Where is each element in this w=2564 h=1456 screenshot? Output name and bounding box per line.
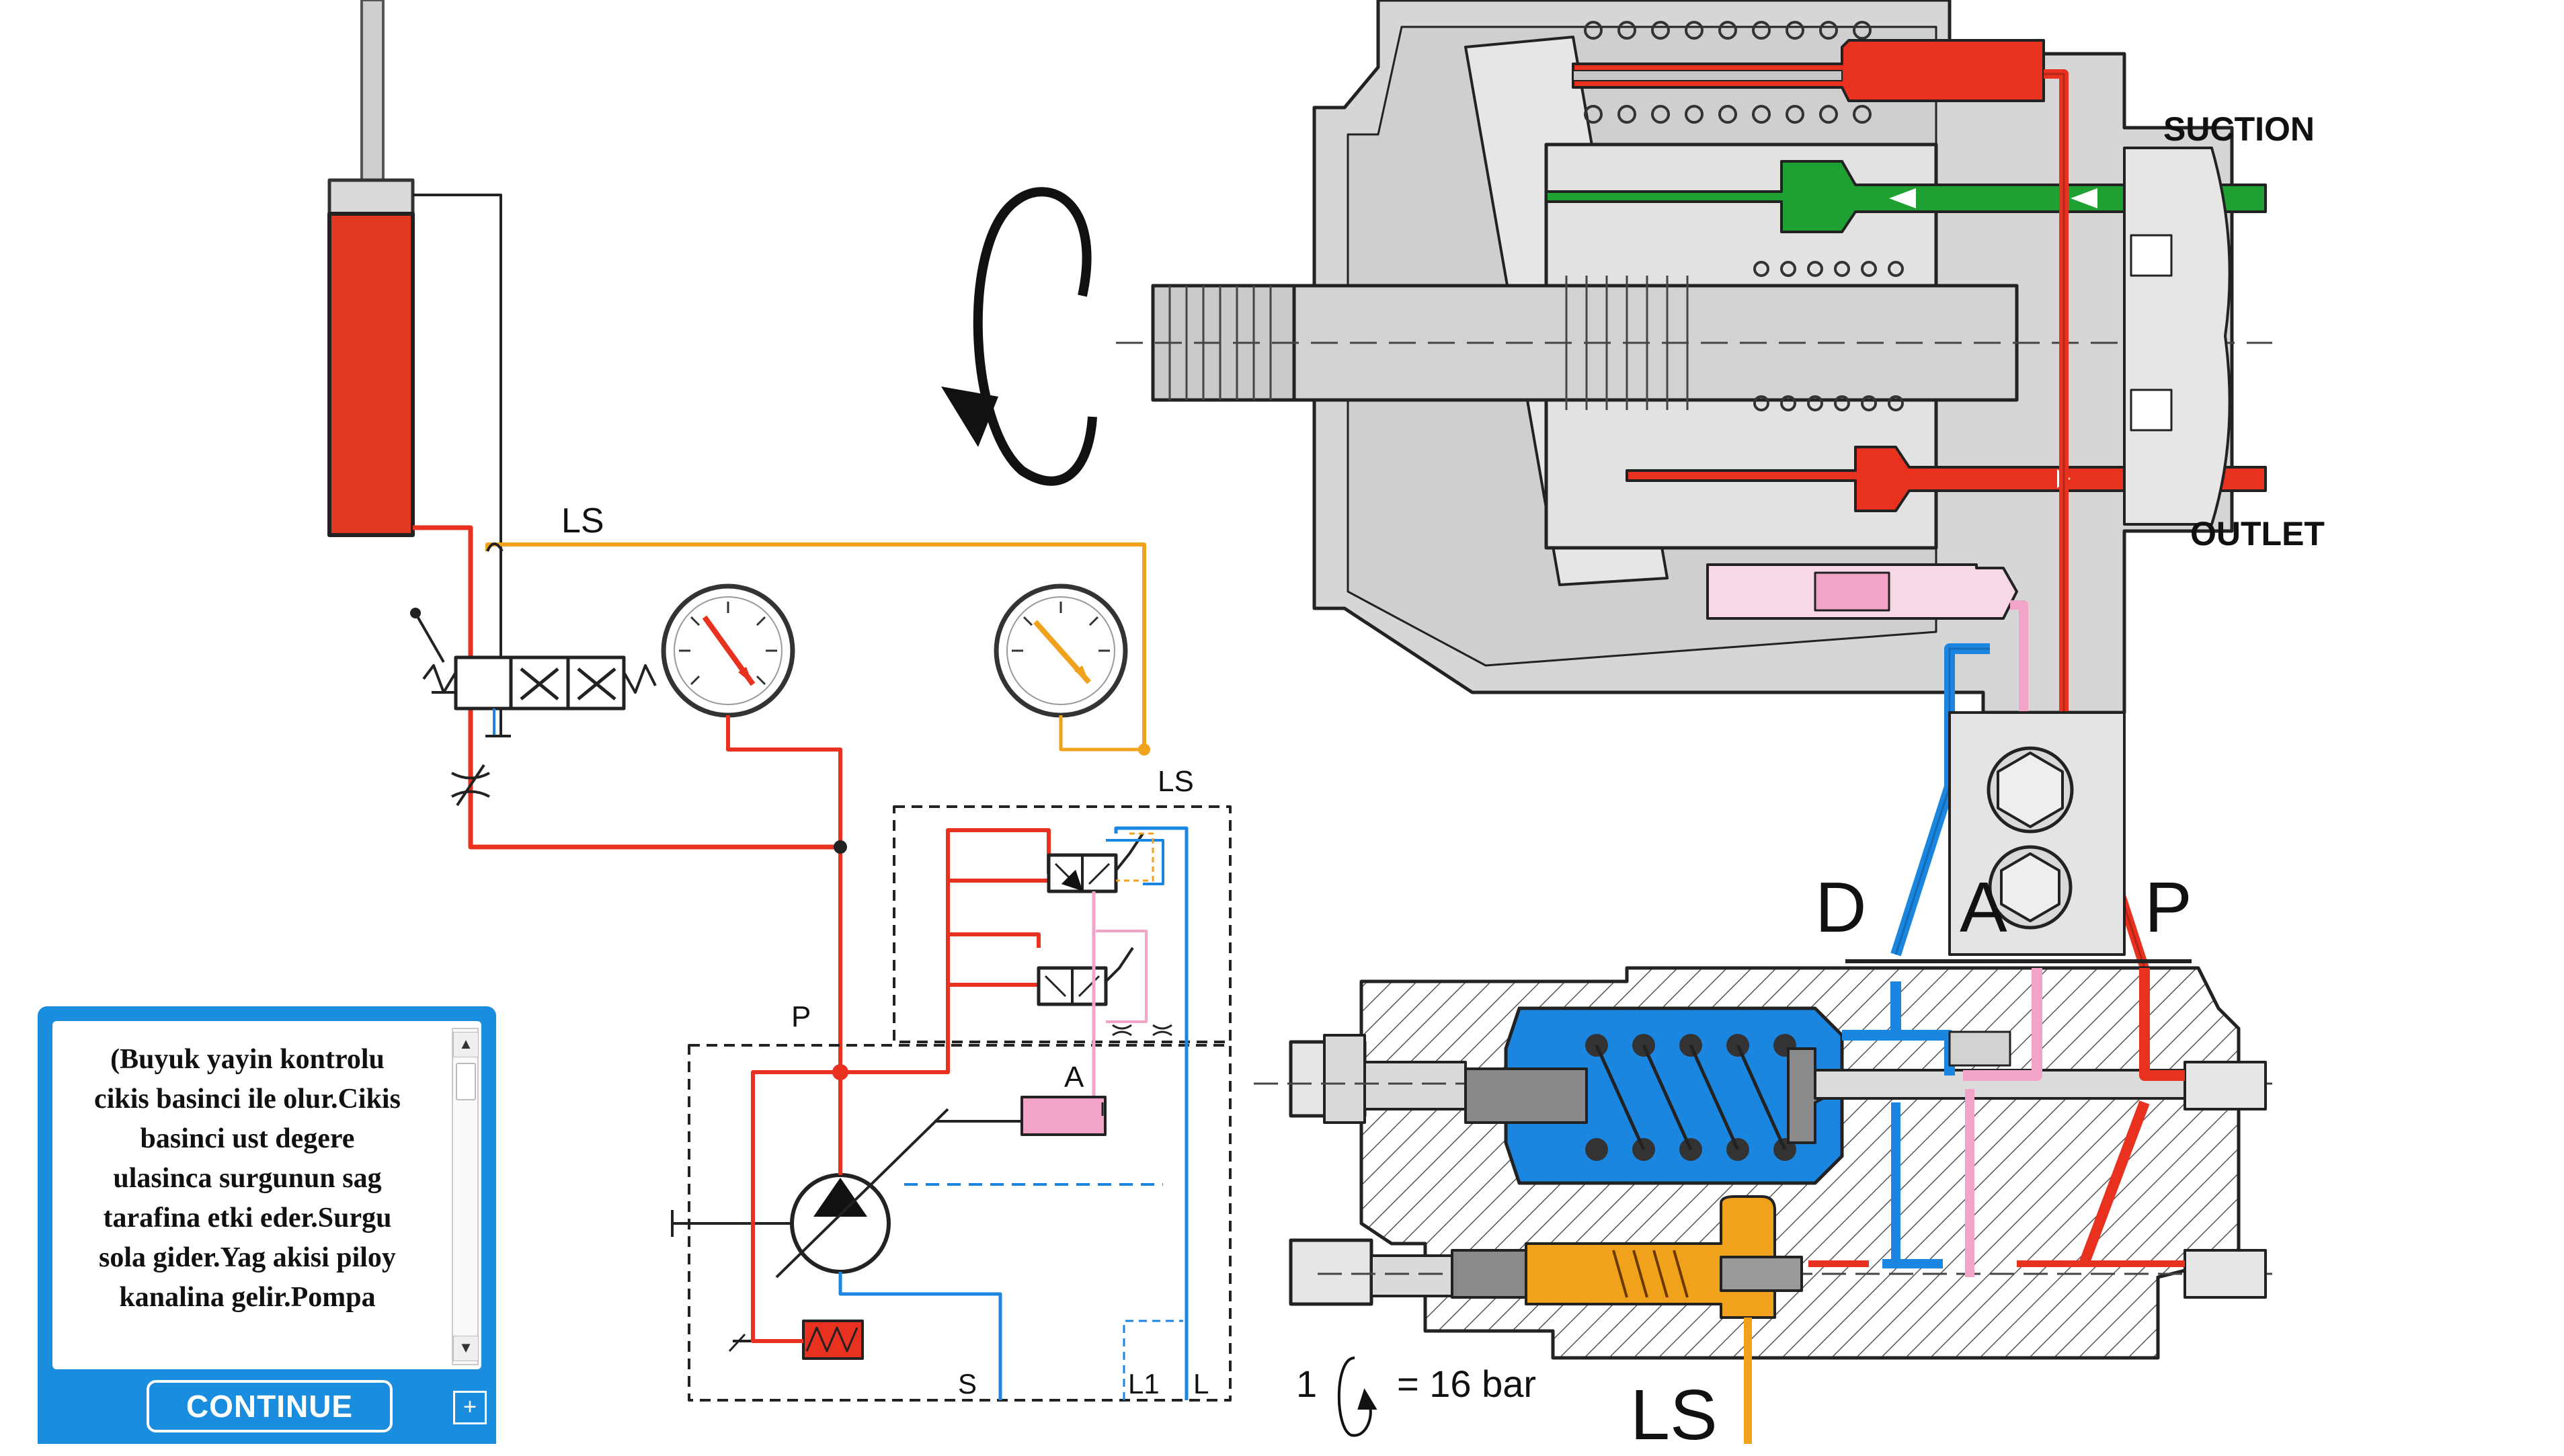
p-port-label: P — [791, 1000, 811, 1033]
pump-cross-section — [1116, 0, 2272, 970]
pressure-gauge-left — [661, 583, 795, 718]
info-text-box: (Buyuk yayin kontrolu cikis basinci ile … — [52, 1021, 481, 1369]
p-port-big-label: P — [2145, 868, 2192, 947]
scroll-up-button[interactable]: ▲ — [453, 1032, 479, 1057]
l-port-label: L — [1193, 1368, 1209, 1400]
scroll-down-button[interactable]: ▼ — [453, 1336, 479, 1361]
resize-icon[interactable]: + — [453, 1391, 487, 1424]
info-text: (Buyuk yayin kontrolu cikis basinci ile … — [94, 1044, 401, 1313]
compensator-box — [893, 805, 1232, 1043]
pump-actuator — [1020, 1096, 1107, 1136]
ls-piston — [1525, 1195, 1776, 1319]
outlet-port — [1626, 446, 2267, 512]
ls-label-valve: LS — [1158, 765, 1194, 798]
scroll-thumb[interactable] — [456, 1063, 476, 1100]
cylinder-rod — [360, 0, 385, 183]
compensator-valve-lower — [1037, 946, 1134, 1006]
pressure-gauge-right — [994, 583, 1128, 718]
pump-spring — [802, 1320, 864, 1360]
cylinder-return-line — [413, 194, 502, 736]
d-port-label: D — [1815, 868, 1867, 947]
compensator-valve-upper — [1047, 832, 1144, 893]
variable-pump — [671, 1096, 1107, 1360]
a-port-label: A — [1064, 1061, 1084, 1094]
schematic — [327, 0, 1232, 1402]
control-valve-section — [1254, 959, 2272, 1444]
revolution-icon — [1337, 1357, 1377, 1437]
pressure-per-revolution: = 16 bar — [1397, 1363, 1537, 1405]
directional-valve — [410, 608, 657, 737]
continue-button[interactable]: CONTINUE — [147, 1380, 393, 1432]
suction-label: SUCTION — [2163, 110, 2315, 148]
cylinder-cap — [327, 178, 415, 217]
l1-port-label: L1 — [1128, 1368, 1160, 1400]
outlet-label: OUTLET — [2190, 515, 2325, 553]
revolution-count: 1 — [1296, 1363, 1318, 1405]
info-panel: (Buyuk yayin kontrolu cikis basinci ile … — [38, 1006, 496, 1444]
scrollbar[interactable]: ▲ ▼ — [452, 1028, 479, 1365]
a-port-big-label: A — [1960, 868, 2007, 947]
s-port-label: S — [958, 1368, 977, 1400]
hydraulic-cylinder — [327, 212, 415, 537]
rotation-arrow-icon — [941, 187, 1097, 486]
throttle-symbol — [451, 764, 490, 807]
ls-port-bottom-label: LS — [1630, 1375, 1718, 1455]
ls-label-top: LS — [561, 501, 604, 540]
ls-line-top — [485, 542, 1146, 752]
